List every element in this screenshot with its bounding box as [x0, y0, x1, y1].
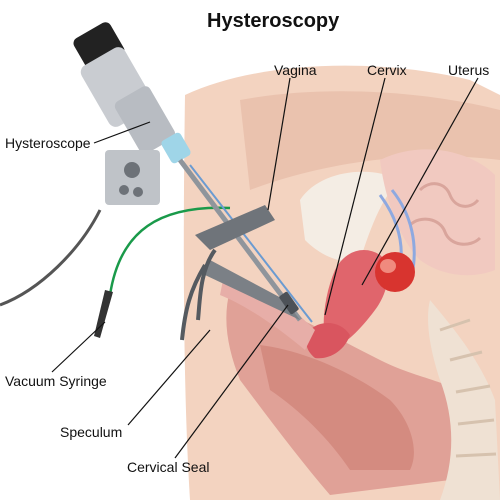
sacrum [428, 300, 500, 500]
intestine-folds [408, 182, 482, 246]
label-vagina: Vagina [274, 62, 317, 78]
rectum [260, 345, 414, 470]
suction-tube [108, 206, 231, 296]
hysteroscope-icon [73, 22, 313, 323]
label-vacuum-syringe: Vacuum Syringe [5, 373, 107, 389]
ovary [375, 252, 415, 292]
cervix-shape [306, 323, 350, 359]
label-cervical-seal: Cervical Seal [127, 459, 210, 475]
body-shadow [240, 91, 500, 190]
speculum-icon [180, 205, 300, 341]
vacuum-syringe-icon [94, 290, 113, 338]
ovary-highlight [380, 259, 396, 273]
leader-lines [51, 77, 479, 459]
label-uterus: Uterus [448, 62, 490, 78]
scope-cable [0, 209, 102, 307]
cervical-seal-icon [279, 291, 299, 315]
label-speculum: Speculum [60, 424, 123, 440]
bone-segments [439, 318, 497, 458]
diagram-title: Hysteroscopy [207, 10, 340, 32]
label-hysteroscope: Hysteroscope [5, 135, 91, 151]
label-cervix: Cervix [367, 62, 407, 78]
uterus-shape [323, 250, 388, 350]
